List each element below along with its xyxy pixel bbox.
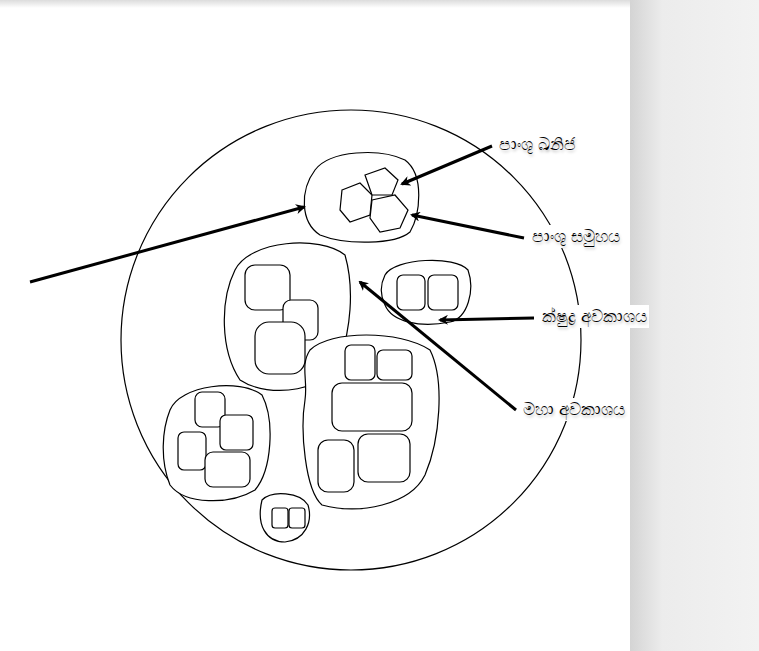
part-label: මහා අවකාශය (521, 398, 627, 421)
soil-sample-circle (121, 110, 581, 570)
soil-minerals (178, 168, 458, 528)
soil-aggregates (163, 153, 470, 542)
page-shadow (0, 0, 630, 8)
part-label: පාංශු ඛනිජ (497, 133, 578, 156)
leader-arrows (30, 146, 534, 410)
part-label: පාංශු සමුහය (530, 225, 622, 248)
part-label: ක්ෂුද්‍ර අවකාශය (540, 305, 649, 328)
